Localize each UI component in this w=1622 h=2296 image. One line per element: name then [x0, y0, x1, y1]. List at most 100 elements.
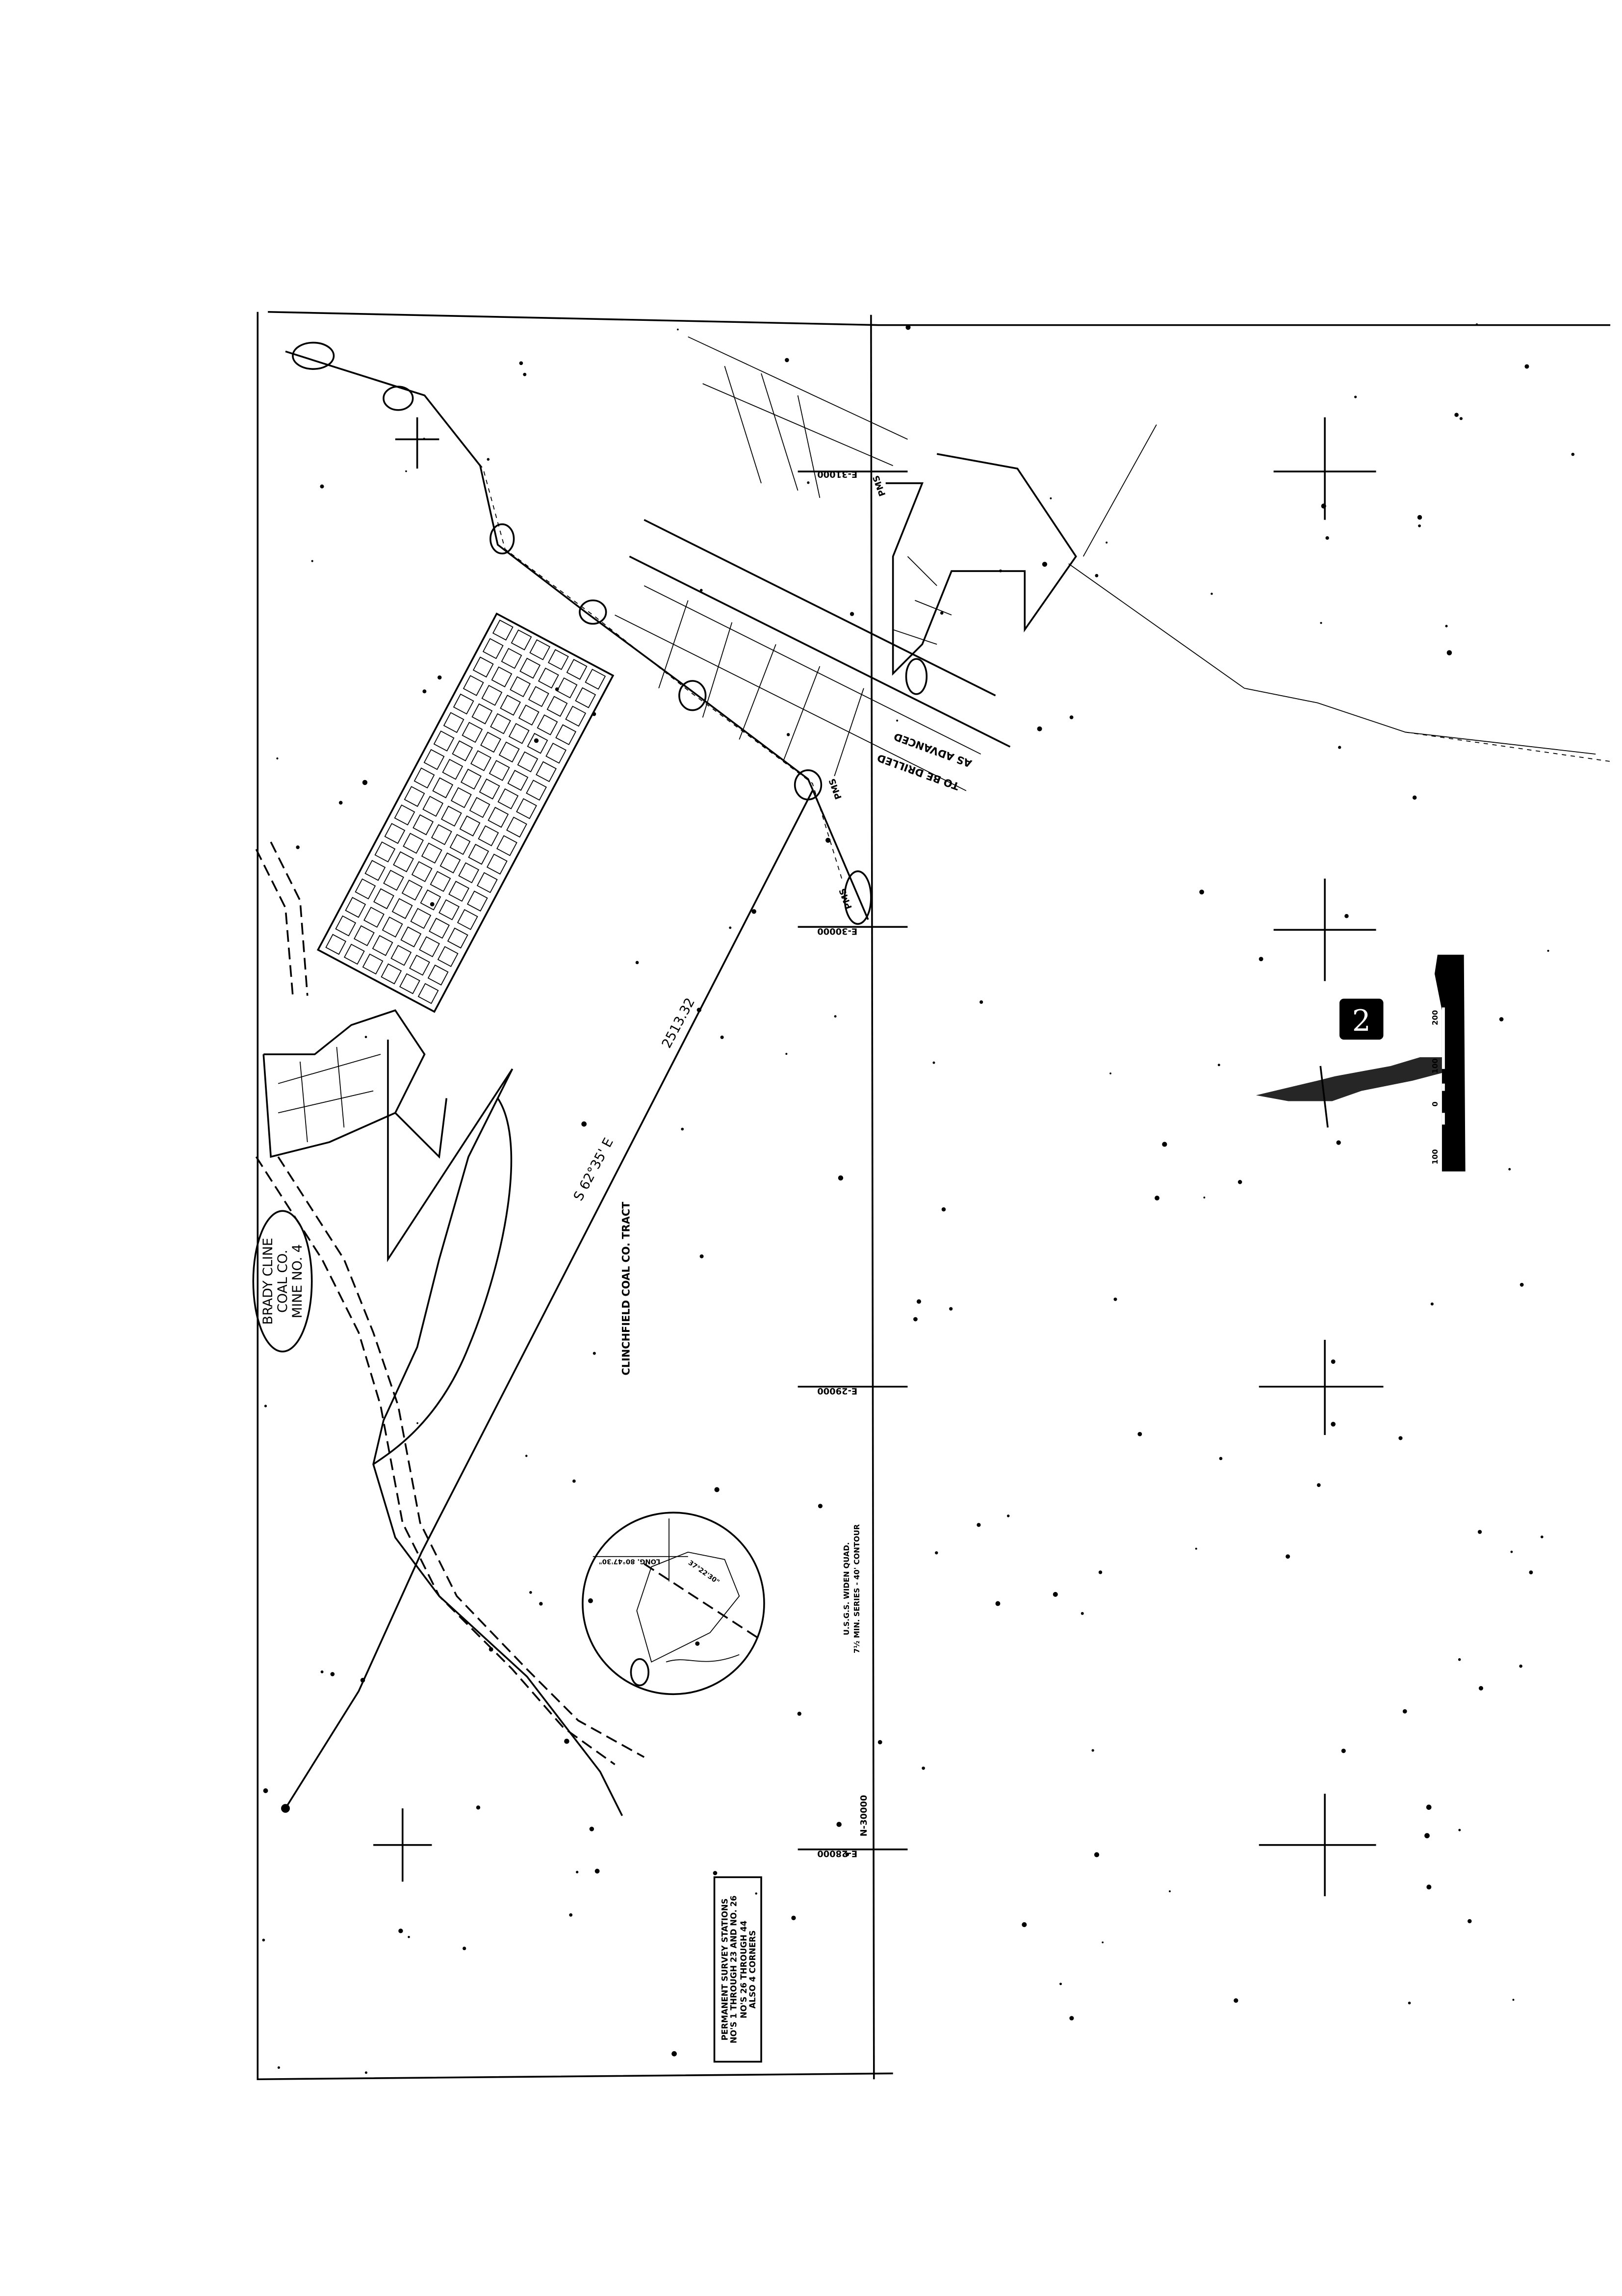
coal-pillar	[443, 712, 464, 733]
speck	[714, 1487, 720, 1492]
mine-workings-southwest	[262, 1009, 448, 1159]
coal-pillar	[453, 693, 474, 715]
coal-pillar	[526, 780, 547, 801]
speck	[1445, 625, 1448, 627]
grid-label-e30000: E-30000	[817, 926, 857, 936]
speck	[699, 589, 703, 592]
coal-pillar	[489, 760, 510, 781]
bearing-label: S 62°35' E	[571, 1136, 617, 1203]
coal-pillar	[463, 675, 484, 696]
coal-pillar	[555, 724, 577, 745]
coal-pillar	[452, 740, 473, 761]
coal-pillar	[480, 731, 501, 753]
coal-pillar	[478, 825, 499, 847]
coal-pillar	[566, 659, 588, 680]
inset-longitude: LONG. 80°47'30"	[599, 1558, 660, 1565]
coal-pillar	[491, 666, 513, 688]
speck	[1091, 1749, 1094, 1752]
speck	[362, 780, 368, 785]
speck	[1547, 949, 1549, 952]
speck	[438, 675, 442, 680]
speck	[807, 481, 810, 484]
speck	[476, 1805, 481, 1810]
coal-pillar	[345, 897, 366, 918]
scale-bar: 200 100 0 100	[1431, 955, 1466, 1172]
speck	[1325, 536, 1329, 540]
coal-pillar	[459, 815, 481, 836]
coal-pillar	[399, 973, 420, 994]
speck	[1237, 1180, 1242, 1184]
coal-pillar	[432, 777, 454, 799]
speck	[408, 1935, 410, 1938]
coal-pillar	[383, 869, 404, 891]
speck	[463, 1946, 466, 1951]
coal-pillar	[556, 677, 578, 699]
speck	[1081, 1612, 1084, 1615]
speck	[785, 1053, 788, 1055]
speck	[398, 1929, 403, 1933]
speck	[360, 1678, 365, 1683]
speck	[592, 712, 596, 716]
speck	[1050, 497, 1052, 499]
coal-pillar	[417, 983, 439, 1004]
coal-pillar	[451, 787, 472, 809]
coal-pillar	[363, 907, 385, 928]
speck	[1217, 1064, 1220, 1067]
coal-pillar	[442, 758, 463, 780]
speck	[941, 1207, 946, 1212]
coal-pillar	[462, 722, 483, 743]
coal-pillar	[476, 872, 498, 893]
coal-pillar	[496, 835, 517, 857]
speck	[1408, 2001, 1411, 2005]
coal-pillar	[458, 862, 480, 884]
speck	[1095, 574, 1099, 577]
speck	[1418, 524, 1421, 527]
speck	[576, 1871, 579, 1874]
speck	[1069, 2016, 1074, 2021]
road	[255, 841, 645, 1765]
speck	[932, 1061, 935, 1064]
coal-pillar	[373, 888, 394, 910]
coal-pillar	[372, 935, 393, 956]
speck	[1321, 503, 1326, 509]
speck	[896, 719, 899, 722]
coal-pillar	[469, 797, 490, 818]
coal-pillar	[422, 796, 444, 817]
coal-pillar	[511, 629, 532, 651]
coal-pillar	[394, 804, 415, 826]
coal-pillar	[470, 750, 491, 771]
speck	[1512, 1999, 1515, 2001]
coal-pillar	[439, 852, 461, 874]
speck	[1412, 795, 1417, 800]
coal-pillar	[546, 696, 568, 717]
speck	[836, 1822, 842, 1827]
speck	[320, 1670, 324, 1673]
coal-pillar	[427, 965, 449, 986]
speck	[845, 1852, 850, 1856]
speck	[1059, 1983, 1062, 1985]
sheet-number: 2	[1352, 1004, 1371, 1038]
speck	[999, 569, 1002, 573]
speck	[1341, 1748, 1346, 1753]
coal-pillar	[481, 684, 503, 706]
speck	[1417, 515, 1422, 520]
speck	[1458, 1658, 1461, 1661]
distance-label: 2513.32	[659, 995, 698, 1051]
speck	[1331, 1422, 1336, 1427]
coal-pillar	[404, 786, 425, 807]
speck	[818, 1504, 823, 1509]
speck	[935, 1551, 938, 1555]
speck	[364, 2071, 368, 2074]
coal-pillar	[449, 834, 471, 855]
speck	[262, 1938, 265, 1942]
speck	[1524, 364, 1529, 369]
coal-pillar	[382, 916, 403, 938]
coal-pillar	[448, 881, 470, 902]
coal-pillar	[412, 814, 434, 835]
coal-pillar	[538, 667, 559, 689]
speck	[797, 1712, 801, 1716]
speck	[838, 1175, 844, 1181]
speck	[594, 1869, 600, 1874]
coal-pillar	[374, 841, 396, 862]
speck	[1477, 1530, 1482, 1534]
